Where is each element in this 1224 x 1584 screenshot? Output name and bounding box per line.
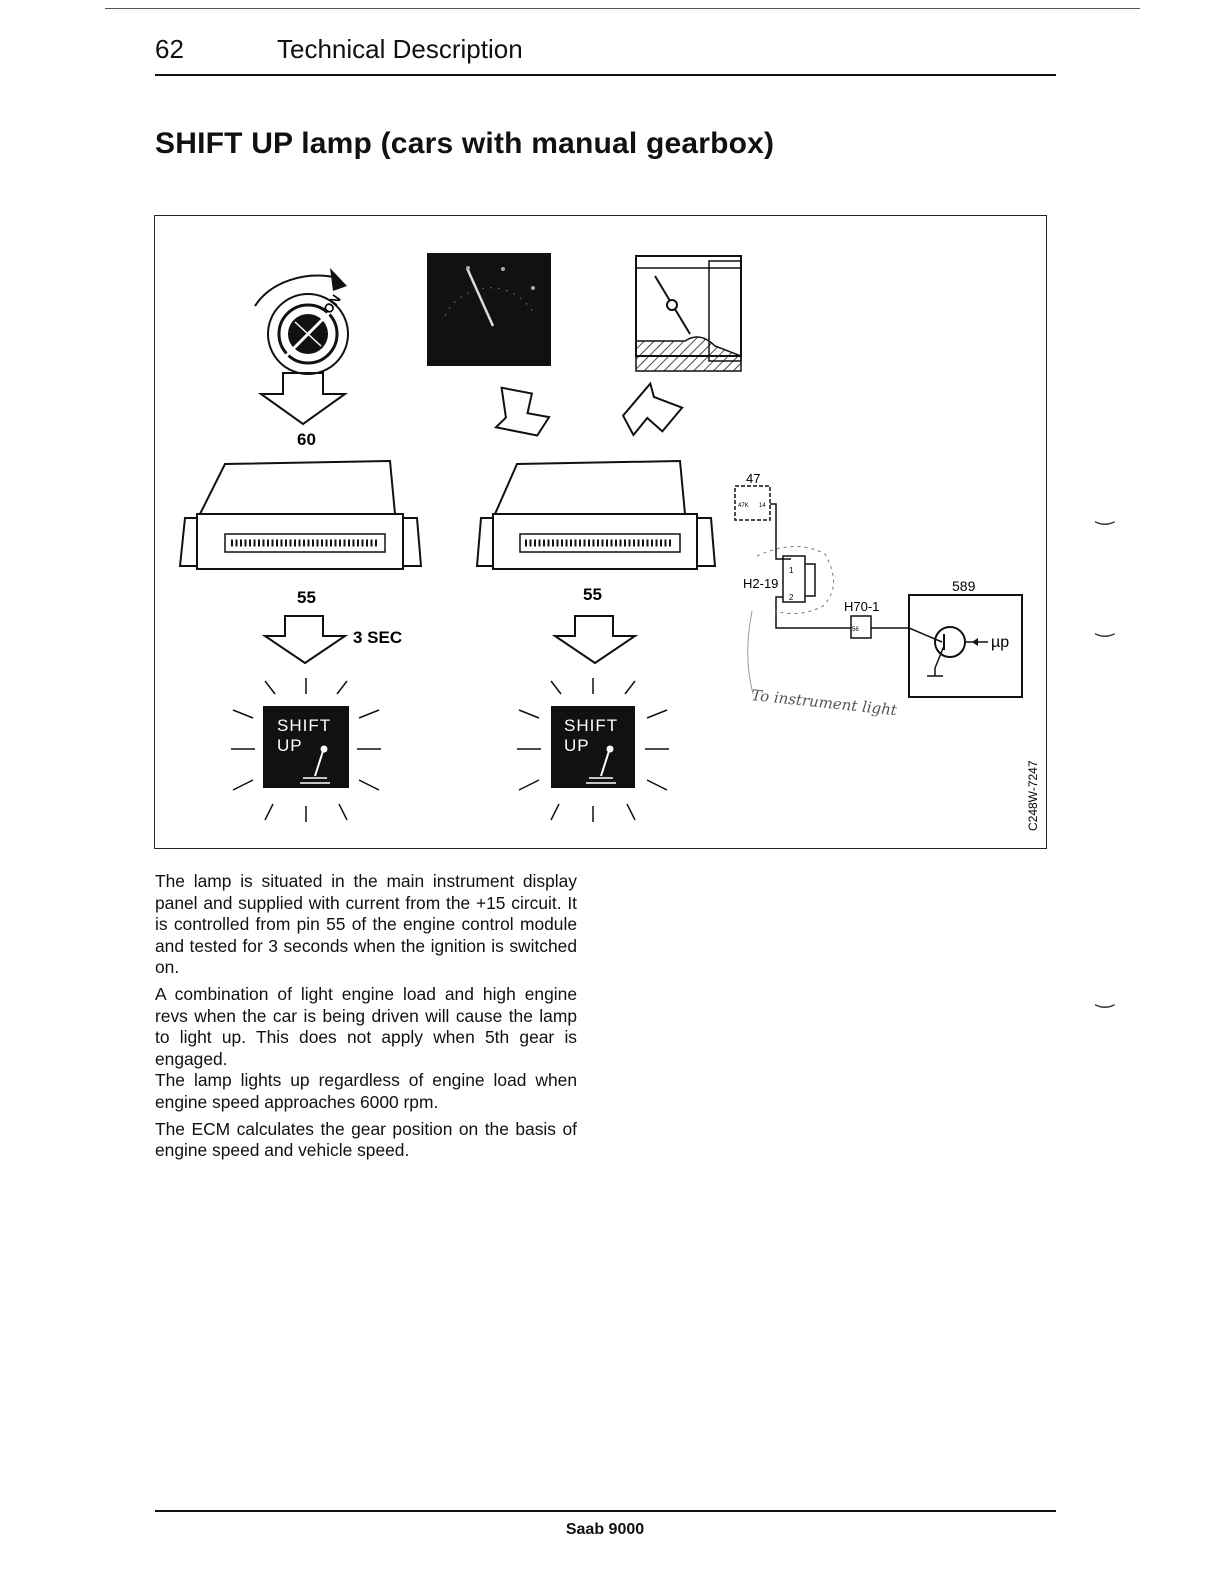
- page-header: 62 Technical Description: [155, 34, 1055, 74]
- margin-binding-mark: ‿: [1096, 612, 1114, 637]
- body-text: The lamp is situated in the main instrum…: [155, 871, 577, 1167]
- label-3-sec: 3 SEC: [353, 628, 402, 647]
- lamp-text-up-right: UP: [564, 736, 590, 755]
- label-589: 589: [952, 578, 976, 594]
- footer-rule: [155, 1510, 1056, 1512]
- page-title: SHIFT UP lamp (cars with manual gearbox): [155, 127, 775, 160]
- ignition-switch-icon: ON: [254, 268, 349, 375]
- label-h70-1: H70-1: [844, 599, 879, 614]
- paragraph-3: The lamp lights up regardless of engine …: [155, 1070, 577, 1112]
- arrow-down-left-icon: [621, 381, 684, 437]
- paragraph-4: The ECM calculates the gear position on …: [155, 1118, 577, 1161]
- page-number: 62: [155, 34, 184, 64]
- tachometer-icon: [427, 253, 551, 366]
- paragraph-1: The lamp is situated in the main instrum…: [155, 871, 577, 978]
- arrow-down-icon-2: [261, 615, 349, 665]
- label-55-left: 55: [297, 588, 316, 607]
- header-rule: [155, 74, 1056, 76]
- ecm-unit-left-icon: [178, 459, 423, 570]
- page-footer: Saab 9000: [565, 1521, 645, 1538]
- margin-binding-mark: ‿: [1096, 500, 1114, 525]
- ignition-on-label: ON: [320, 292, 343, 317]
- arrow-down-icon-3: [551, 615, 639, 665]
- label-55-right: 55: [583, 585, 602, 604]
- label-h2-19: H2-19: [743, 576, 778, 591]
- throttle-housing-icon: [635, 255, 742, 372]
- top-rule: [105, 8, 1140, 9]
- label-pin-1: 1: [789, 566, 794, 575]
- lamp-text-up-left: UP: [277, 736, 303, 755]
- label-microprocessor: µp: [991, 634, 1009, 651]
- label-47: 47: [746, 471, 760, 486]
- section-title: Technical Description: [277, 34, 523, 64]
- shift-up-diagram: ON 60: [154, 215, 1047, 849]
- lamp-text-shift-right: SHIFT: [564, 716, 618, 735]
- wiring-schematic: 47 47K 14 H2-19 1 2 H70-1 56 589 µ: [734, 471, 1023, 719]
- paragraph-2: A combination of light engine load and h…: [155, 983, 577, 1069]
- arrow-down-icon: [257, 372, 349, 426]
- label-47k: 47K: [738, 503, 749, 509]
- label-pin-2: 2: [789, 593, 794, 602]
- label-60: 60: [297, 430, 316, 449]
- ecm-unit-right-icon: [475, 459, 717, 570]
- shift-up-lamp-left-icon: SHIFT UP: [231, 678, 381, 822]
- label-pin-56: 56: [852, 627, 859, 633]
- figure-code: C248W-7247: [1026, 760, 1040, 831]
- shift-up-lamp-right-icon: SHIFT UP: [517, 678, 669, 822]
- margin-binding-mark: ‿: [1096, 983, 1114, 1008]
- handwritten-note: To instrument light: [751, 686, 899, 719]
- label-14: 14: [759, 503, 766, 509]
- lamp-text-shift-left: SHIFT: [277, 716, 331, 735]
- diagram-svg: ON 60: [178, 253, 1040, 831]
- arrow-down-right-icon: [493, 386, 551, 437]
